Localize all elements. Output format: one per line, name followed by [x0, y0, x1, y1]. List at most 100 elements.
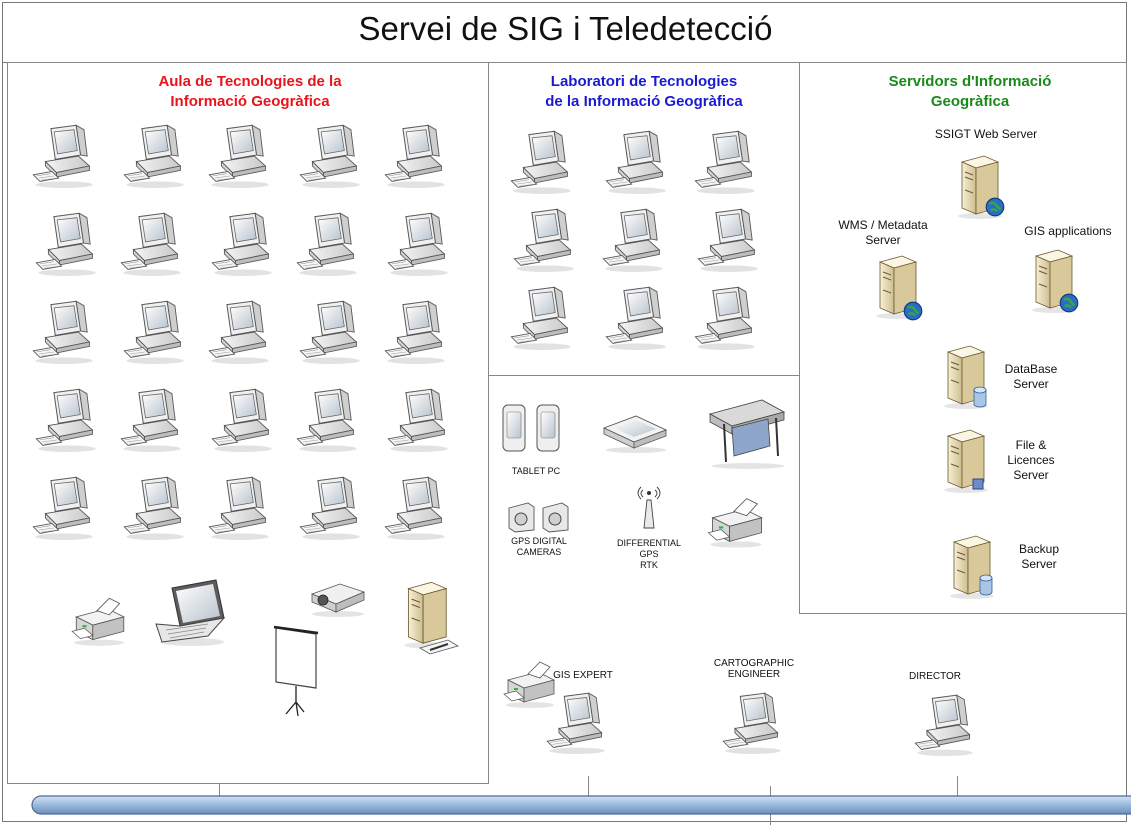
workstation-icon — [692, 284, 758, 350]
bus-connector — [770, 786, 771, 800]
workstation-icon — [209, 386, 275, 452]
file-server-line2: Licences — [1007, 453, 1055, 467]
workstation-icon — [508, 284, 574, 350]
workstation-icon — [118, 210, 184, 276]
backup-server-line2: Server — [1021, 557, 1057, 571]
servidors-header-line2: Geogràfica — [930, 93, 1010, 110]
workstation-icon — [297, 298, 363, 364]
antenna-icon — [637, 486, 661, 529]
workstation-icon — [121, 474, 187, 540]
printer-icon — [704, 492, 768, 550]
wms-server-icon — [872, 250, 932, 330]
gps-cameras-line2: CAMERAS — [516, 547, 562, 557]
file-server-label: File & Licences Server — [996, 438, 1066, 483]
projector-icon — [310, 583, 366, 617]
workstation-icon — [382, 474, 448, 540]
aula-section — [7, 62, 489, 784]
database-server-line2: Server — [1013, 377, 1049, 391]
backup-server-label: Backup Server — [1004, 542, 1074, 572]
workstation-icon — [720, 690, 784, 754]
projection-screen-icon — [273, 625, 319, 716]
workstation-icon — [385, 210, 451, 276]
file-server-line1: File & — [1015, 438, 1047, 452]
workstation-icon — [209, 210, 275, 276]
bus-connector — [957, 776, 958, 798]
workstation-icon — [206, 298, 272, 364]
servidors-header-line1: Servidors d'Informació — [888, 73, 1052, 90]
aula-header: Aula de Tecnologies de la Informació Geo… — [60, 72, 440, 112]
wms-server-line2: Server — [865, 233, 901, 247]
differential-gps-label: DIFFERENTIAL GPS RTK — [604, 538, 694, 571]
wms-server-line1: WMS / Metadata — [838, 218, 928, 232]
laboratori-header-line1: Laboratori de Tecnologies — [550, 73, 738, 90]
backup-server-line1: Backup — [1018, 542, 1060, 556]
aula-header-line1: Aula de Tecnologies de la — [158, 73, 342, 90]
tablet-label: TABLET PC — [511, 466, 561, 476]
tower-server-icon — [403, 581, 459, 655]
gis-expert-label: GIS EXPERT — [553, 670, 613, 681]
workstation-icon — [603, 284, 669, 350]
gps-cameras-line1: GPS DIGITAL — [511, 536, 567, 546]
gis-applications-icon — [1028, 244, 1088, 324]
network-bus — [31, 795, 1131, 815]
servidors-header: Servidors d'Informació Geogràfica — [820, 72, 1120, 112]
workstation-icon — [385, 386, 451, 452]
database-server-line1: DataBase — [1004, 362, 1058, 376]
servidors-section — [799, 62, 1127, 614]
workstation-icon — [695, 206, 761, 272]
bus-connector — [770, 812, 771, 825]
workstation-icon — [294, 386, 360, 452]
database-server-label: DataBase Server — [996, 362, 1066, 392]
workstation-icon — [294, 210, 360, 276]
workstation-icon — [603, 128, 669, 194]
workstation-icon — [600, 206, 666, 272]
aula-header-line2: Informació Geogràfica — [170, 93, 330, 110]
bus-connector — [219, 784, 220, 798]
workstation-icon — [30, 474, 96, 540]
cartographic-line1: CARTOGRAPHIC — [713, 658, 795, 669]
web-server-label: SSIGT Web Server — [934, 127, 1038, 141]
gps-cameras-label: GPS DIGITAL CAMERAS — [496, 536, 582, 558]
backup-server-icon — [946, 530, 1006, 610]
tablet-icon — [502, 404, 560, 452]
cartographic-engineer-label: CARTOGRAPHIC ENGINEER — [704, 658, 804, 680]
workstation-icon — [544, 690, 608, 754]
laptop-icon — [155, 579, 226, 646]
workstation-icon — [382, 122, 448, 188]
workstation-icon — [511, 206, 577, 272]
laboratori-header: Laboratori de Tecnologies de la Informac… — [488, 72, 800, 112]
database-server-icon — [940, 340, 1000, 420]
page-title: Servei de SIG i Teledetecció — [358, 10, 773, 47]
workstation-icon — [118, 386, 184, 452]
workstation-icon — [121, 298, 187, 364]
web-server-icon — [954, 150, 1014, 230]
workstation-icon — [30, 298, 96, 364]
scanner-icon — [602, 415, 668, 453]
file-server-line3: Server — [1013, 468, 1049, 482]
director-label: DIRECTOR — [908, 671, 962, 682]
camera-icon — [508, 502, 569, 533]
gis-applications-label: GIS applications — [1024, 224, 1112, 238]
cartographic-line2: ENGINEER — [727, 669, 781, 680]
workstation-icon — [33, 386, 99, 452]
bus-connector — [588, 776, 589, 798]
devices-section — [488, 375, 800, 376]
differential-line3: RTK — [640, 560, 658, 570]
workstation-icon — [206, 122, 272, 188]
differential-line1: DIFFERENTIAL — [616, 538, 681, 548]
workstation-icon — [692, 128, 758, 194]
workstation-icon — [297, 474, 363, 540]
workstation-icon — [297, 122, 363, 188]
printer-icon — [68, 592, 130, 648]
laboratori-header-line2: de la Informació Geogràfica — [545, 93, 743, 110]
wms-server-label: WMS / Metadata Server — [818, 218, 948, 248]
workstation-icon — [508, 128, 574, 194]
workstation-icon — [33, 210, 99, 276]
plotter-icon — [708, 399, 786, 469]
differential-line2: GPS — [639, 549, 659, 559]
workstation-icon — [912, 692, 976, 756]
file-server-icon — [940, 424, 1000, 504]
workstation-icon — [206, 474, 272, 540]
workstation-icon — [121, 122, 187, 188]
workstation-icon — [382, 298, 448, 364]
